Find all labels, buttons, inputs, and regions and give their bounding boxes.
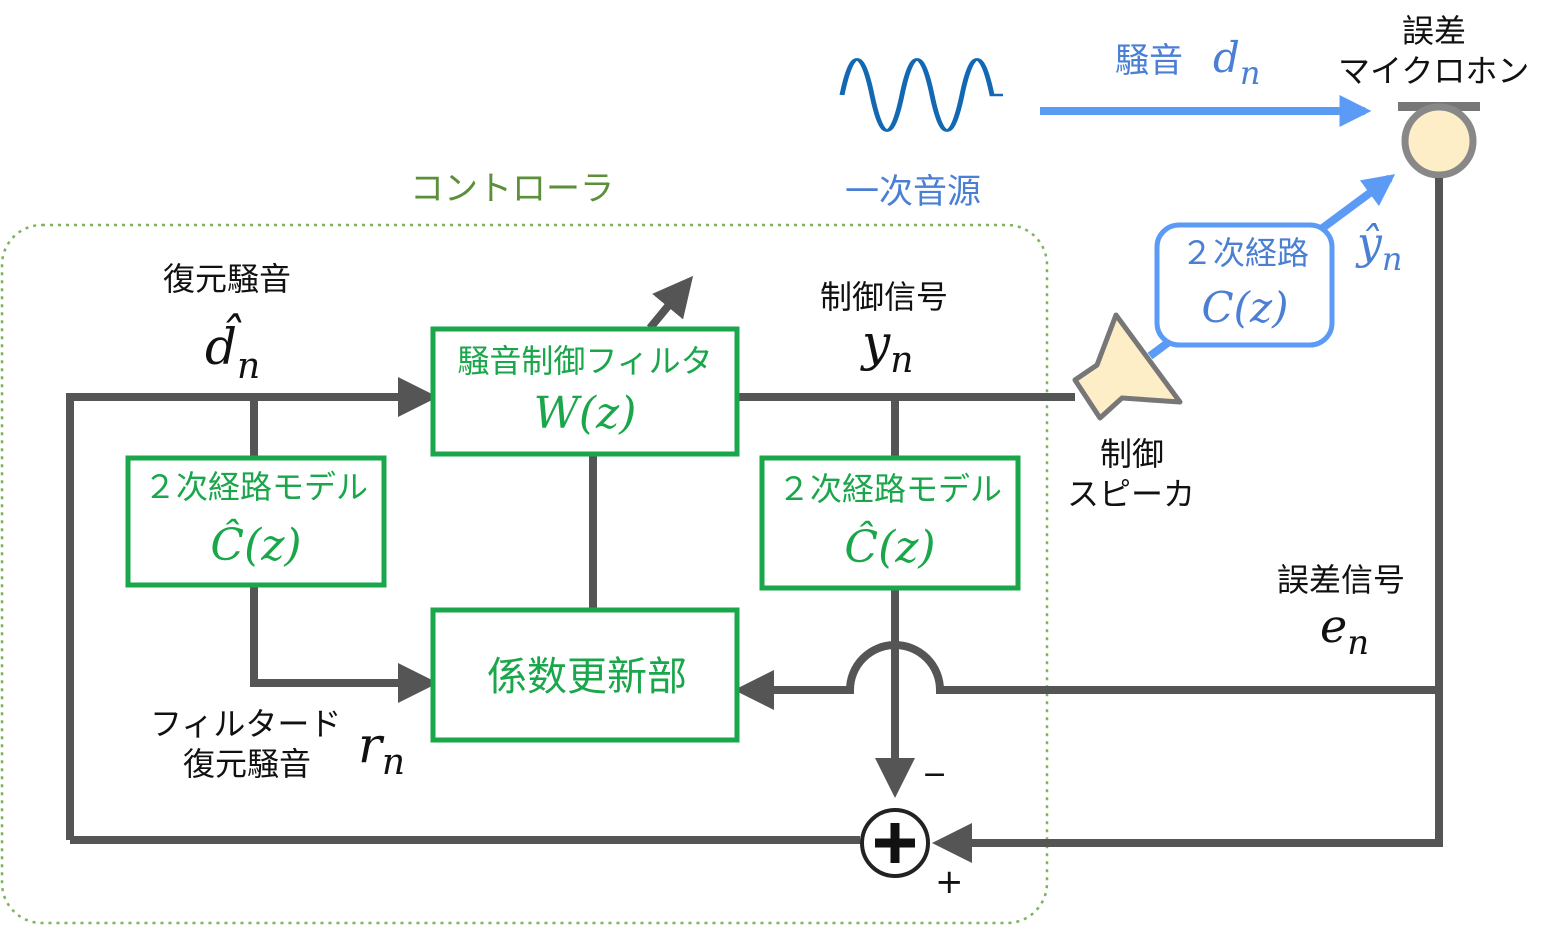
error-signal-symbol: en	[1320, 599, 1369, 663]
model-right-box	[759, 455, 1021, 591]
speaker-icon	[1072, 312, 1183, 421]
secondary-path-func: C(z)	[1201, 283, 1288, 332]
summer-plus: +	[935, 862, 964, 902]
noise-filter-func: W(z)	[534, 388, 637, 439]
controller-boundary	[0, 223, 1049, 925]
model-right-label: ２次経路モデル	[778, 470, 1002, 508]
model-left-func: Ĉ(z)	[210, 518, 301, 571]
updater-box	[430, 607, 740, 743]
filtered-label-line2: 復元騒音	[183, 745, 311, 783]
mic-label-line2: マイクロホン	[1338, 52, 1529, 90]
restored-noise-symbol: d̂n	[205, 312, 260, 387]
mic-label-line1: 誤差	[1402, 12, 1466, 50]
speaker-label-line2: スピーカ	[1067, 475, 1195, 513]
noise-filter-box	[430, 326, 740, 457]
controller-label: コントローラ	[410, 169, 614, 209]
microphone-icon	[1401, 103, 1477, 179]
error-signal-label: 誤差信号	[1277, 561, 1405, 599]
control-signal-symbol: yn	[860, 314, 913, 381]
noise-filter-label: 騒音制御フィルタ	[457, 342, 712, 380]
sine-wave-icon	[839, 58, 1003, 132]
secondary-path-box	[1154, 222, 1335, 348]
noise-symbol: dn	[1213, 33, 1261, 92]
summer-minus: −	[922, 757, 947, 792]
control-signal-label: 制御信号	[820, 278, 948, 316]
updater-label: 係数更新部	[487, 654, 687, 700]
model-left-box	[125, 455, 387, 588]
yhat-symbol: ŷn	[1355, 218, 1402, 278]
model-left-label: ２次経路モデル	[144, 468, 368, 506]
plus-icon	[875, 823, 915, 863]
filtered-symbol: rn	[358, 716, 405, 783]
secondary-path-label: ２次経路	[1181, 234, 1309, 272]
filtered-label-line1: フィルタード	[150, 705, 341, 743]
model-right-func: Ĉ(z)	[844, 520, 935, 573]
noise-label: 騒音	[1115, 41, 1183, 81]
speaker-label-line1: 制御	[1100, 435, 1164, 473]
restored-noise-label: 復元騒音	[163, 260, 291, 298]
primary-source-label: 一次音源	[845, 172, 981, 212]
wires	[66, 178, 1443, 863]
